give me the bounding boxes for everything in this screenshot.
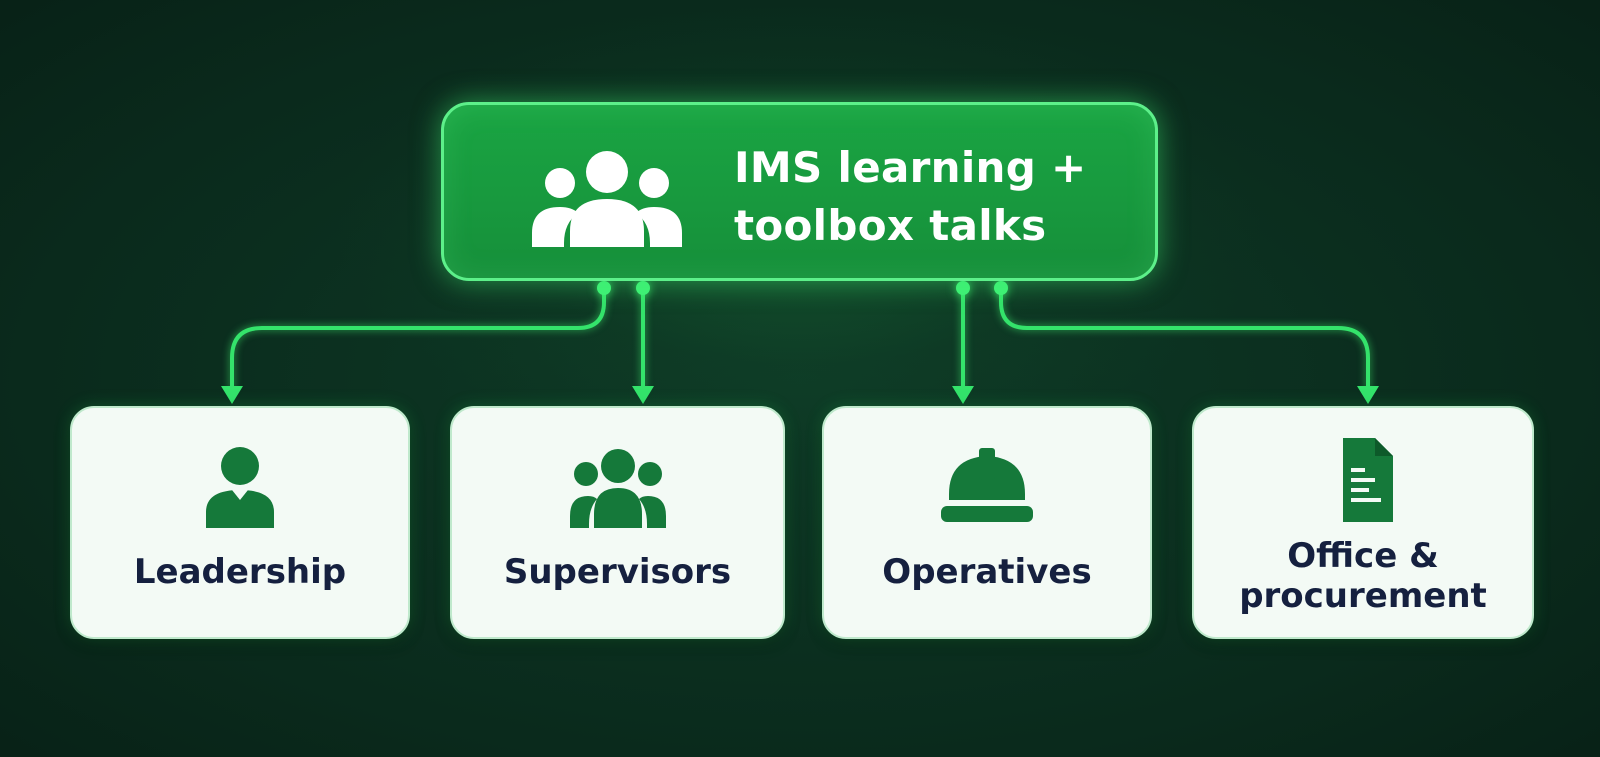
audience-label-leadership: Leadership	[133, 552, 347, 592]
audience-card-leadership: Leadership	[70, 406, 410, 639]
root-node: IMS learning + toolbox talks	[441, 102, 1158, 281]
junction-dot-operatives	[956, 281, 970, 295]
hard-hat-icon	[941, 448, 1033, 522]
junction-dot-leadership	[597, 281, 611, 295]
audience-card-supervisors: Supervisors	[450, 406, 785, 639]
audience-card-office-procurement: Office & procurement	[1192, 406, 1534, 639]
audience-label-operatives: Operatives	[882, 552, 1092, 592]
audience-label-office-procurement: Office & procurement	[1239, 536, 1487, 616]
group-icon	[532, 151, 682, 247]
person-icon	[206, 447, 274, 528]
connector-office-procurement	[999, 286, 1370, 390]
arrowhead-office-procurement	[1357, 386, 1379, 404]
audience-label-supervisors: Supervisors	[503, 552, 732, 592]
audience-card-operatives: Operatives	[822, 406, 1152, 639]
junction-dot-office-procurement	[994, 281, 1008, 295]
arrowhead-leadership	[221, 386, 243, 404]
group-icon	[569, 449, 666, 528]
root-title: IMS learning + toolbox talks	[734, 143, 1087, 250]
arrowhead-operatives	[952, 386, 974, 404]
arrowhead-supervisors	[632, 386, 654, 404]
document-icon	[1343, 438, 1393, 522]
junction-dot-supervisors	[636, 281, 650, 295]
connector-leadership	[230, 286, 606, 390]
